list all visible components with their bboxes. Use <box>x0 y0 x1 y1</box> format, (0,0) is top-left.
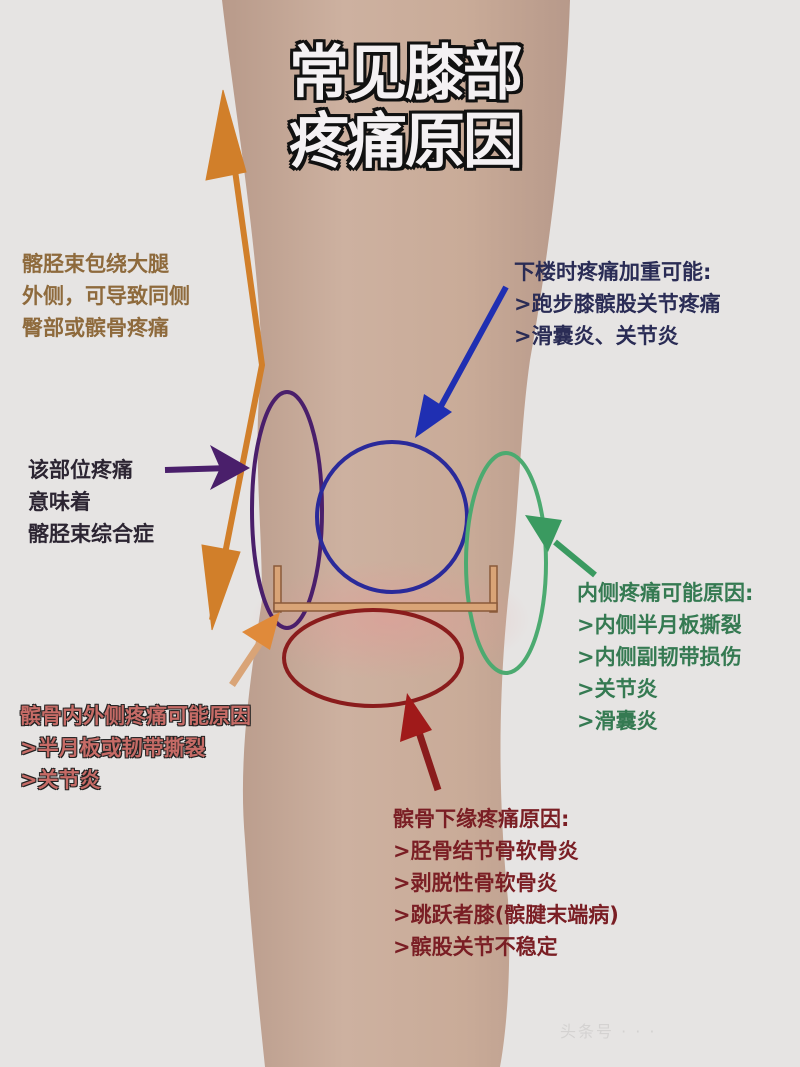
medial-arrow <box>525 515 597 578</box>
leg-silhouette <box>222 0 570 1067</box>
medial-line: >关节炎 <box>577 677 658 701</box>
inferior-patella-annotation: 髌骨下缘疼痛原因: >胫骨结节骨软骨炎 >剥脱性骨软骨炎 >跳跃者膝(髌腱末端病… <box>393 803 619 963</box>
itb-ellipse <box>250 390 324 630</box>
it-band-annotation: 髂胫束包绕大腿 外侧，可导致同侧 臀部或髌骨疼痛 <box>22 248 190 344</box>
inferior-patella-arrow <box>400 693 442 792</box>
inferior-patella-line: >髌股关节不稳定 <box>393 935 558 959</box>
title-line-2: 疼痛原因 <box>289 107 523 177</box>
patella-circle <box>315 440 469 594</box>
inferior-patella-line: >胫骨结节骨软骨炎 <box>393 839 579 863</box>
medial-line: >内侧副韧带损伤 <box>577 645 742 669</box>
downstairs-line: >跑步膝髌股关节疼痛 <box>514 292 721 316</box>
itbs-line: 该部位疼痛 <box>28 458 133 482</box>
it-band-line: 外侧，可导致同侧 <box>22 284 190 308</box>
inferior-patella-line: >跳跃者膝(髌腱末端病) <box>393 903 619 927</box>
downstairs-annotation: 下楼时疼痛加重可能: >跑步膝髌股关节疼痛 >滑囊炎、关节炎 <box>514 256 721 352</box>
itbs-annotation: 该部位疼痛 意味着 髂胫束综合症 <box>28 454 154 550</box>
watermark: 头条号 · · · <box>560 1022 657 1041</box>
medial-line: >内侧半月板撕裂 <box>577 613 742 637</box>
lateral-patella-annotation: 髌骨内外侧疼痛可能原因 >半月板或韧带撕裂 >关节炎 <box>20 700 251 796</box>
it-band-line: 臀部或髌骨疼痛 <box>22 316 169 340</box>
inferior-patella-line: >剥脱性骨软骨炎 <box>393 871 558 895</box>
medial-annotation: 内侧疼痛可能原因: >内侧半月板撕裂 >内侧副韧带损伤 >关节炎 >滑囊炎 <box>577 577 753 737</box>
lateral-patella-line: >半月板或韧带撕裂 <box>20 736 206 760</box>
inferior-patella-line: 髌骨下缘疼痛原因: <box>393 807 570 831</box>
it-band-line: 髂胫束包绕大腿 <box>22 252 169 276</box>
medial-line: 内侧疼痛可能原因: <box>577 581 754 605</box>
medial-line: >滑囊炎 <box>577 709 658 733</box>
lateral-patella-arrow <box>229 612 280 687</box>
inferior-patella-ellipse <box>282 608 464 708</box>
downstairs-line: 下楼时疼痛加重可能: <box>514 260 712 284</box>
downstairs-line: >滑囊炎、关节炎 <box>514 324 679 348</box>
patellofemoral-arrow <box>415 285 509 438</box>
it-band-double-arrow <box>201 89 266 631</box>
title-line-1: 常见膝部 <box>289 39 523 109</box>
itbs-line: 髂胫束综合症 <box>28 522 154 546</box>
lateral-patella-line: 髌骨内外侧疼痛可能原因 <box>20 704 251 728</box>
medial-ellipse <box>464 451 548 675</box>
itbs-arrow <box>164 445 250 490</box>
itbs-line: 意味着 <box>28 490 91 514</box>
lateral-patella-line: >关节炎 <box>20 768 101 792</box>
page-title: 常见膝部 疼痛原因 <box>270 40 540 176</box>
